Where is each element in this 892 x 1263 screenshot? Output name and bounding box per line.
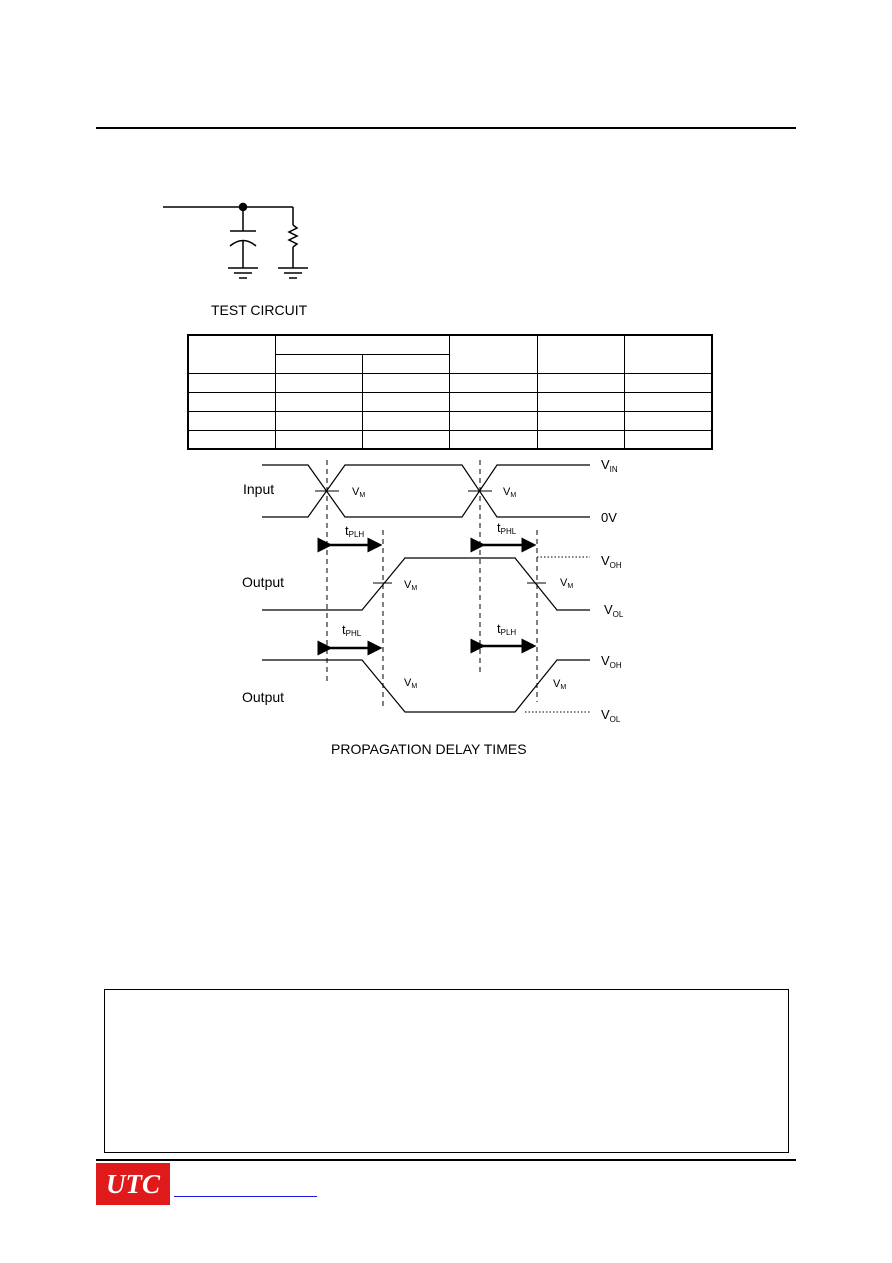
table-cell — [536, 429, 625, 450]
vol-label: VOL — [601, 707, 621, 724]
parameter-table — [187, 334, 713, 450]
timing-diagram-caption: PROPAGATION DELAY TIMES — [331, 741, 527, 757]
timing-diagram: Input Output Output VM VM VM VM VM VM VI… — [242, 457, 624, 757]
header-rule — [96, 127, 796, 129]
table-row — [188, 353, 712, 374]
output-waveform-2 — [262, 659, 590, 713]
note-box — [104, 989, 789, 1153]
input-label: Input — [243, 481, 274, 497]
zero-volt-label: 0V — [601, 510, 617, 525]
vm-label: VM — [553, 678, 566, 691]
table-cell — [536, 334, 625, 374]
input-waveform-b — [262, 464, 590, 518]
vin-label: VIN — [601, 457, 618, 474]
output-label: Output — [242, 574, 284, 590]
table-row — [187, 334, 713, 374]
footer-rule — [96, 1159, 796, 1161]
tphl-label: tPHL — [497, 520, 517, 536]
input-waveform-a — [262, 464, 590, 518]
vm-label: VM — [560, 577, 573, 590]
tplh-label: tPLH — [497, 621, 516, 637]
vm-label: VM — [503, 486, 516, 499]
output-label: Output — [242, 689, 284, 705]
vm-label: VM — [404, 677, 417, 690]
resistor-symbol — [287, 224, 299, 248]
table-cell — [449, 334, 538, 374]
tphl-label: tPHL — [342, 622, 362, 638]
voh-label: VOH — [601, 653, 622, 670]
website-link[interactable] — [174, 1196, 317, 1197]
vm-label: VM — [352, 486, 365, 499]
table-row — [187, 429, 713, 450]
table-cell — [623, 429, 713, 450]
table-cell — [449, 429, 538, 450]
voh-label: VOH — [601, 553, 622, 570]
output-waveform-1 — [262, 557, 590, 611]
vol-label: VOL — [604, 602, 624, 619]
vm-label: VM — [404, 579, 417, 592]
table-cell — [623, 334, 713, 374]
test-circuit-caption: TEST CIRCUIT — [211, 302, 308, 318]
tplh-label: tPLH — [345, 523, 364, 539]
logo-text: UTC — [106, 1168, 160, 1199]
test-circuit-schematic — [163, 202, 308, 279]
utc-logo: UTC — [96, 1163, 170, 1205]
